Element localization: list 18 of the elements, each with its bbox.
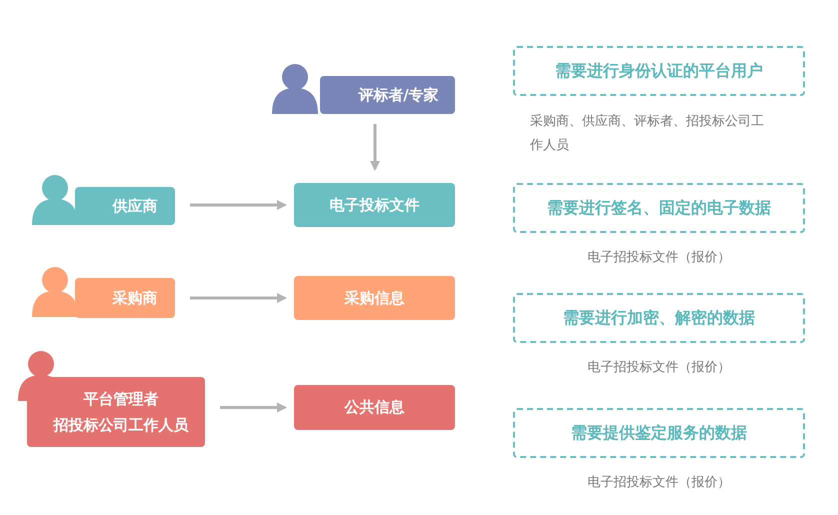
arrow [220, 402, 287, 412]
dashed-box: 需要进行签名、固定的电子数据 [513, 183, 805, 233]
dashed-box: 需要进行身份认证的平台用户 [513, 46, 805, 96]
role-box: 评标者/专家 [320, 76, 455, 114]
arrow [190, 200, 287, 210]
note-text: 电子招投标文件（报价） [586, 474, 732, 492]
arrow [190, 293, 287, 303]
box-text: 招投标公司工作人员 [54, 415, 188, 436]
box-text: 平台管理者 [84, 389, 158, 410]
role-box: 电子投标文件 [294, 183, 455, 227]
note-text: 电子招投标文件（报价） [586, 359, 732, 377]
role-box: 公共信息 [294, 385, 455, 430]
role-box: 采购信息 [294, 276, 455, 320]
note-text: 采购商、供应商、评标者、招投标公司工作人员 [530, 113, 765, 155]
dashed-box: 需要进行加密、解密的数据 [513, 293, 805, 343]
arrow [370, 124, 380, 171]
dashed-box: 需要提供鉴定服务的数据 [513, 408, 805, 458]
note-text: 电子招投标文件（报价） [586, 249, 732, 267]
